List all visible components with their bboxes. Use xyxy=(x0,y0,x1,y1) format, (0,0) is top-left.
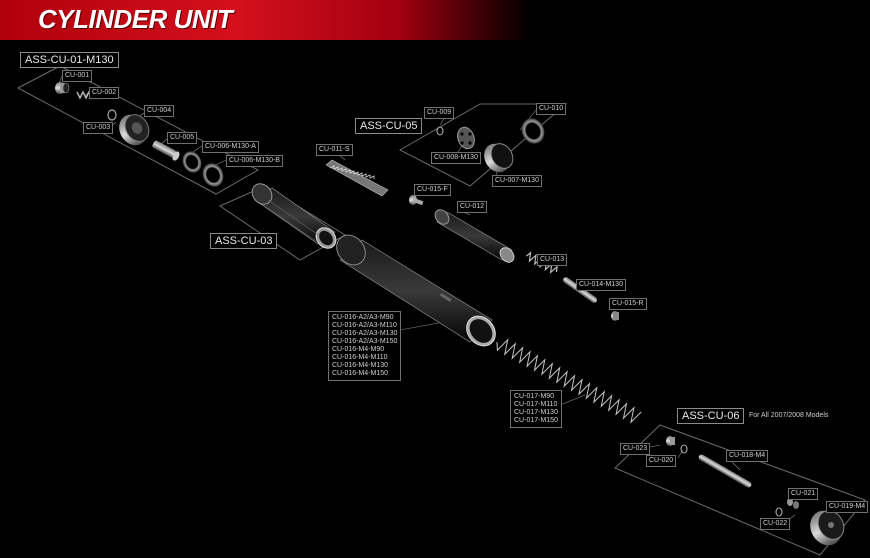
part-label-cu-011: CU-011-S xyxy=(316,144,353,156)
part-label-cu-018: CU-018-M4 xyxy=(726,450,769,462)
part-label-cu-013: CU-013 xyxy=(537,254,568,266)
cylinder-list-item: CU-016-A2/A3-M90 xyxy=(332,314,394,321)
part-label-cu-005: CU-005 xyxy=(167,132,198,144)
part-cu-016-shape xyxy=(336,234,496,347)
part-cu-015f-shape xyxy=(409,195,424,206)
part-cu-012-shape xyxy=(434,209,515,263)
spring-list-item: CU-017-M130 xyxy=(514,409,558,416)
part-label-cu-002: CU-002 xyxy=(89,87,120,99)
part-ass-cu-03-shape xyxy=(251,183,337,249)
part-cu-005-shape xyxy=(152,140,180,161)
cylinder-list-item: CU-016-M4-M90 xyxy=(332,346,385,353)
part-cu-022-shape xyxy=(775,507,783,517)
part-cu-020-shape xyxy=(680,444,688,454)
cylinder-list-item: CU-016-M4-M110 xyxy=(332,354,388,361)
spring-part-list: CU-017-M90 CU-017-M110 CU-017-M130 CU-01… xyxy=(510,390,562,428)
part-cu-021-shape xyxy=(787,498,799,509)
part-cu-019-shape xyxy=(810,510,845,546)
part-cu-013-shape xyxy=(526,251,558,274)
cylinder-list-item: CU-016-M4-M130 xyxy=(332,362,389,369)
part-cu-006a-shape xyxy=(182,151,202,173)
part-label-cu-015r: CU-015-R xyxy=(609,298,647,310)
part-label-cu-001: CU-001 xyxy=(62,70,93,82)
part-label-cu-019: CU-019-M4 xyxy=(826,501,869,513)
part-cu-009-shape xyxy=(436,126,444,136)
part-cu-004-shape xyxy=(119,114,150,146)
part-cu-006b-shape xyxy=(202,163,224,187)
assembly-label-cu-05: ASS-CU-05 xyxy=(355,118,423,134)
part-label-cu-006a: CU-006-M130-A xyxy=(202,141,259,153)
spring-list-item: CU-017-M150 xyxy=(514,417,558,424)
part-label-cu-022: CU-022 xyxy=(760,518,791,530)
assembly-label-cu-01: ASS-CU-01-M130 xyxy=(20,52,119,68)
part-label-cu-012: CU-012 xyxy=(457,201,488,213)
part-cu-008-shape xyxy=(457,126,475,150)
spring-list-item: CU-017-M90 xyxy=(514,393,555,400)
cylinder-list-item: CU-016-M4-M150 xyxy=(332,370,389,377)
panel-ass-cu-01 xyxy=(16,65,260,195)
part-label-cu-010: CU-010 xyxy=(536,103,567,115)
part-cu-018-shape xyxy=(698,454,752,488)
cylinder-list-item: CU-016-A2/A3-M110 xyxy=(332,322,397,329)
part-cu-001-shape xyxy=(55,82,70,94)
part-label-cu-008: CU-008-M130 xyxy=(431,152,481,164)
assembly-label-cu-06: ASS-CU-06 xyxy=(677,408,745,424)
part-label-cu-014: CU-014-M130 xyxy=(576,279,626,291)
part-label-cu-021: CU-021 xyxy=(788,488,819,500)
part-cu-023-shape xyxy=(666,436,675,446)
part-cu-015r-shape xyxy=(611,311,619,321)
part-label-cu-023: CU-023 xyxy=(620,443,651,455)
cylinder-list-item: CU-016-A2/A3-M130 xyxy=(332,330,398,337)
assembly-note-cu-06: For All 2007/2008 Models xyxy=(749,412,829,419)
part-label-cu-006b: CU-006-M130-B xyxy=(226,155,283,167)
part-label-cu-009: CU-009 xyxy=(424,107,455,119)
part-cu-007-shape xyxy=(484,143,514,173)
part-cu-003-shape xyxy=(107,109,117,121)
panel-ass-cu-06 xyxy=(614,424,866,556)
part-label-cu-020: CU-020 xyxy=(646,455,677,467)
cylinder-list-item: CU-016-A2/A3-M150 xyxy=(332,338,398,345)
page-title: CYLINDER UNIT xyxy=(38,4,233,34)
header-banner: CYLINDER UNIT xyxy=(0,0,530,40)
cylinder-part-list: CU-016-A2/A3-M90 CU-016-A2/A3-M110 CU-01… xyxy=(328,311,402,381)
part-cu-010-shape xyxy=(521,118,545,144)
assembly-label-cu-03: ASS-CU-03 xyxy=(210,233,278,249)
part-cu-011-shape xyxy=(325,159,389,197)
part-label-cu-003: CU-003 xyxy=(83,122,114,134)
spring-list-item: CU-017-M110 xyxy=(514,401,558,408)
part-cu-017-shape xyxy=(496,338,642,424)
part-label-cu-015f: CU-015-F xyxy=(414,184,451,196)
part-label-cu-004: CU-004 xyxy=(144,105,175,117)
part-label-cu-007: CU-007-M130 xyxy=(492,175,542,187)
